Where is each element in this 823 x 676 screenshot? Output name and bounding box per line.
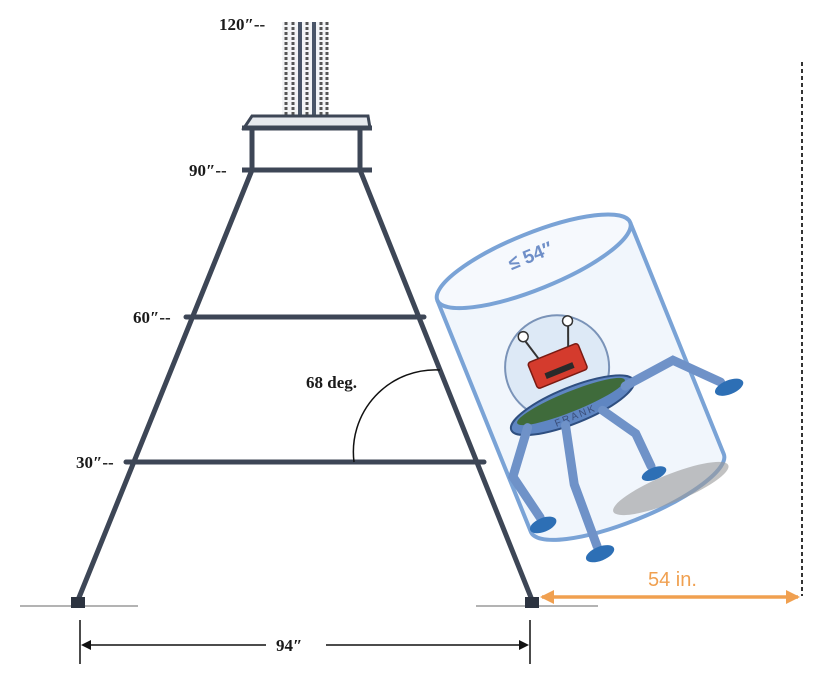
height-label-30: 30″-- — [76, 453, 114, 472]
angle-arc — [352, 369, 441, 463]
robot: FRANK — [504, 314, 744, 563]
robot-leg-center — [560, 420, 602, 551]
pole-frame — [75, 167, 535, 603]
right-foot — [525, 597, 539, 608]
robot-leg-left — [508, 423, 545, 523]
robot-leg-right — [620, 355, 726, 391]
left-foot — [71, 597, 85, 608]
clearance-label: 54 in. — [648, 569, 697, 591]
base-width-label: 94″ — [276, 636, 302, 655]
basket-frame — [241, 114, 372, 173]
right-leg — [357, 167, 535, 603]
robot-shadow — [613, 461, 729, 516]
robot-head — [527, 342, 588, 389]
cylinder-top — [434, 212, 633, 311]
height-label-60: 60″-- — [133, 308, 171, 327]
height-label-120: 120″-- — [219, 15, 266, 34]
height-label-90: 90″-- — [189, 161, 227, 180]
cylinder: ≤ 54″ FRANK — [434, 212, 744, 563]
chain-column — [282, 22, 329, 122]
left-leg — [75, 167, 255, 603]
robot-leg-right-inner — [598, 405, 656, 471]
angle-label: 68 deg. — [306, 373, 357, 392]
